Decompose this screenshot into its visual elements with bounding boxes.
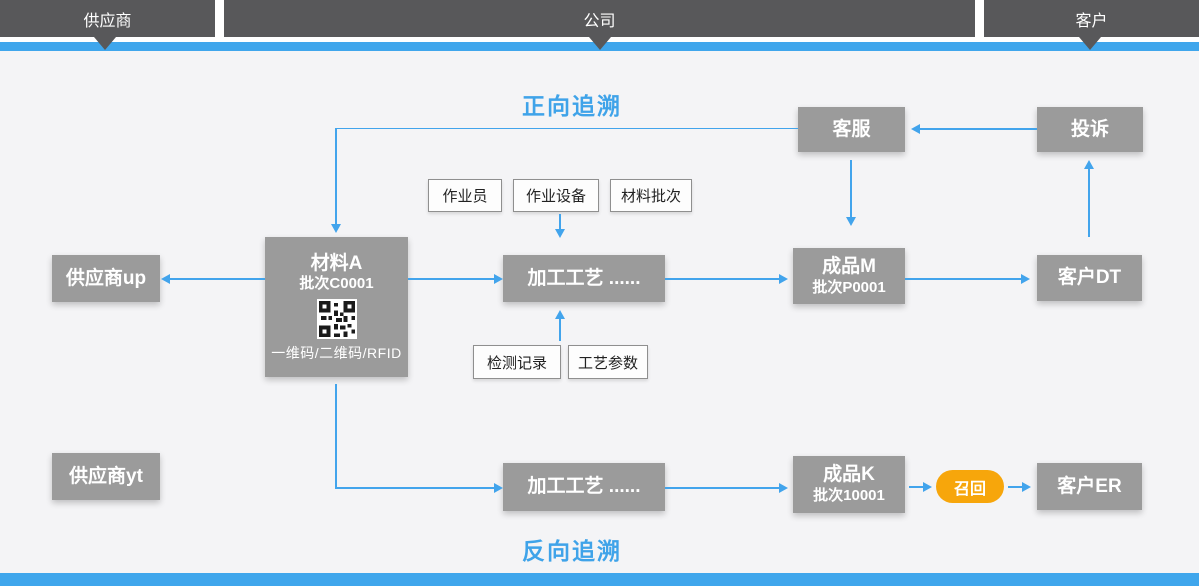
- node-supplier-yt: 供应商yt: [52, 453, 160, 500]
- arrow-tags-to-process-line: [559, 214, 561, 229]
- arrow-product-m-to-customer-dt-head: [1021, 274, 1030, 284]
- arrow-material-to-process2-vline: [335, 384, 337, 489]
- lane-customer: 客户: [984, 0, 1199, 37]
- lane-company: 公司: [224, 0, 975, 37]
- node-supplier-yt-label: 供应商yt: [69, 465, 143, 487]
- node-material-a-batch: 批次C0001: [299, 275, 374, 293]
- arrow-customer-dt-to-complaint-head: [1084, 160, 1094, 169]
- node-product-m: 成品M 批次P0001: [793, 248, 905, 304]
- backward-trace-title: 反向追溯: [522, 538, 622, 564]
- bottom-accent-bar: [0, 573, 1199, 586]
- node-complaint: 投诉: [1037, 107, 1143, 152]
- arrow-process-to-product-m-line: [665, 278, 779, 280]
- arrow-recall-to-customer-er-line: [1008, 486, 1022, 488]
- lane-pointer-customer-icon: [1079, 37, 1101, 50]
- arrow-material-to-supplier-up-head: [161, 274, 170, 284]
- tag-equipment-label: 作业设备: [525, 188, 586, 205]
- arrow-product-k-to-recall-head: [923, 482, 932, 492]
- node-process-top-label: 加工工艺 ......: [527, 267, 641, 289]
- tag-process-params-label: 工艺参数: [577, 354, 638, 372]
- node-material-a-caption: 一维码/二维码/RFID: [271, 345, 402, 361]
- arrow-process2-to-product-k-line: [665, 487, 779, 489]
- tag-worker-label: 作业员: [442, 188, 488, 205]
- node-customer-service: 客服: [798, 107, 905, 152]
- node-product-k: 成品K 批次10001: [793, 456, 905, 513]
- arrow-inspection-to-process-line: [559, 319, 561, 341]
- node-process-bottom-label: 加工工艺 ......: [527, 476, 641, 498]
- arrow-product-k-to-recall-line: [909, 486, 923, 488]
- node-product-k-name: 成品K: [823, 464, 875, 486]
- node-customer-er: 客户ER: [1037, 463, 1142, 510]
- arrow-service-to-product-m-line: [850, 160, 852, 217]
- node-product-k-batch: 批次10001: [813, 487, 885, 504]
- arrow-product-m-to-customer-dt-line: [905, 278, 1021, 280]
- tag-inspection-record-label: 检测记录: [486, 354, 547, 372]
- node-product-m-batch: 批次P0001: [812, 278, 886, 296]
- node-material-a-name: 材料A: [310, 252, 363, 274]
- lane-pointer-company-icon: [589, 37, 611, 50]
- node-process-bottom: 加工工艺 ......: [503, 463, 665, 511]
- qr-code-icon: [316, 299, 357, 339]
- forward-trace-title: 正向追溯: [522, 93, 622, 119]
- node-customer-service-label: 客服: [832, 118, 871, 140]
- lane-supplier-label: 供应商: [83, 12, 132, 30]
- arrow-tags-to-process-head: [555, 229, 565, 238]
- tag-material-batch: 材料批次: [610, 179, 692, 212]
- tag-equipment: 作业设备: [513, 179, 599, 212]
- arrow-service-to-material-hline: [336, 128, 798, 129]
- arrow-service-to-product-m-head: [846, 217, 856, 226]
- arrow-complaint-to-service-line: [920, 128, 1037, 130]
- arrow-material-to-process-line: [408, 278, 494, 280]
- recall-badge: 召回: [936, 470, 1004, 503]
- tag-process-params: 工艺参数: [568, 345, 648, 379]
- tag-material-batch-label: 材料批次: [620, 188, 681, 205]
- lane-pointer-supplier-icon: [94, 37, 116, 50]
- node-product-m-name: 成品M: [822, 255, 876, 277]
- node-customer-er-label: 客户ER: [1057, 475, 1122, 497]
- node-customer-dt: 客户DT: [1037, 255, 1142, 301]
- node-complaint-label: 投诉: [1070, 118, 1109, 140]
- node-supplier-up: 供应商up: [52, 255, 160, 302]
- node-customer-dt-label: 客户DT: [1057, 267, 1122, 289]
- arrow-material-to-supplier-up-line: [169, 278, 265, 280]
- arrow-service-to-material-head: [331, 224, 341, 233]
- arrow-customer-dt-to-complaint-line: [1088, 169, 1090, 237]
- arrow-inspection-to-process-head: [555, 310, 565, 319]
- arrow-material-to-process-head: [494, 274, 503, 284]
- arrow-process-to-product-m-head: [779, 274, 788, 284]
- node-supplier-up-label: 供应商up: [65, 267, 147, 289]
- lane-supplier: 供应商: [0, 0, 215, 37]
- lane-customer-label: 客户: [1075, 12, 1108, 30]
- node-material-a: 材料A 批次C0001 一维码/二维码/RFID: [265, 237, 408, 377]
- lane-company-label: 公司: [583, 12, 616, 30]
- tag-worker: 作业员: [428, 179, 502, 212]
- arrow-process2-to-product-k-head: [779, 483, 788, 493]
- arrow-recall-to-customer-er-head: [1022, 482, 1031, 492]
- node-process-top: 加工工艺 ......: [503, 255, 665, 302]
- arrow-material-to-process2-head: [494, 483, 503, 493]
- tag-inspection-record: 检测记录: [473, 345, 561, 379]
- recall-badge-label: 召回: [953, 480, 986, 498]
- arrow-material-to-process2-hline: [335, 487, 494, 489]
- arrow-service-to-material-vline: [335, 128, 337, 224]
- arrow-complaint-to-service-head: [911, 124, 920, 134]
